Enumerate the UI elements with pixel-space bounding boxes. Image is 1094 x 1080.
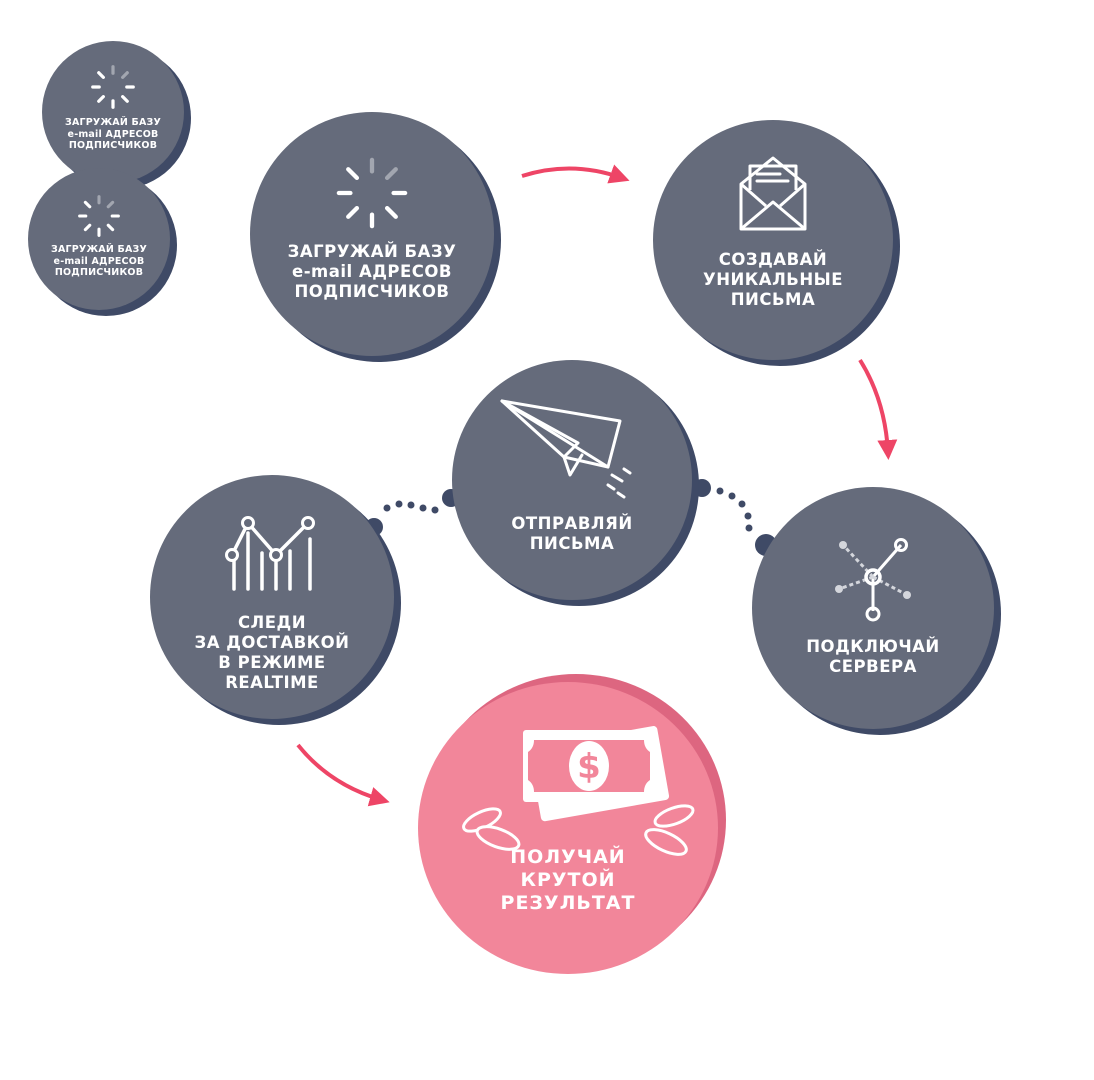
arrow-upload-to-create [521,164,630,184]
step-send-line-2: письма [529,534,615,554]
step-create-line-1: Создавай [718,250,828,269]
step-send-line-1: Отправляй [511,514,633,533]
mini-step-upload-2: Загружай базу e-mail адресов подписчиков [28,168,170,310]
dotted-link-send-to-connect [693,479,777,556]
mini-step-upload-2-line-1: Загружай базу [51,244,147,255]
svg-text:$: $ [577,747,601,787]
mini-step-upload-1-line-2b: адресов [105,128,159,140]
line-chart-icon [225,516,315,591]
step-create-line-3: письма [730,290,816,310]
step-connect-line-2: сервера [829,657,917,677]
envelope-letter-icon [739,156,807,231]
step-track-line-4: realtime [225,673,319,693]
mini-step-upload-2-line-2a: e-mail [53,255,88,267]
spinner-icon [78,195,120,237]
mini-step-upload-2-line-2b: адресов [91,255,145,267]
spinner-icon [336,157,408,229]
step-result-line-2: крутой [520,869,616,892]
mini-step-upload-2-line-3: подписчиков [54,267,144,279]
step-result-line-3: результат [500,892,636,915]
step-result: $ Получай крутой результат [418,682,718,974]
step-track: Следи за доставкой в режиме realtime [150,475,394,719]
step-connect: Подключай сервера [752,487,994,729]
step-create-line-2: уникальные [702,270,844,290]
arrow-track-to-result [296,743,390,807]
arrow-create-to-connect [858,358,898,460]
spinner-icon [91,65,135,109]
step-upload-line-1: Загружай базу [287,242,457,261]
step-result-line-1: Получай [510,846,626,868]
mini-step-upload-1-line-1: Загружай базу [65,117,161,128]
mini-step-upload-1: Загружай базу e-mail адресов подписчиков [42,41,184,183]
step-connect-line-1: Подключай [806,637,940,656]
step-track-line-2: за доставкой [194,633,350,653]
step-track-line-1: Следи [237,613,307,632]
step-send: Отправляй письма [452,360,692,600]
dotted-link-send-to-track [365,489,460,536]
step-upload: Загружай базу e-mail адресов подписчиков [250,112,494,356]
step-upload-line-2a: e-mail [292,262,353,282]
step-upload-line-3: подписчиков [294,282,450,302]
paper-plane-icon [500,399,632,499]
mini-step-upload-1-line-2a: e-mail [67,128,102,140]
step-track-line-3: в режиме [218,653,326,673]
mini-step-upload-1-line-3: подписчиков [68,140,158,152]
money-coins-icon: $ [462,726,695,856]
step-upload-line-2b: адресов [358,262,452,282]
server-network-icon [835,538,911,622]
step-create: Создавай уникальные письма [653,120,893,360]
